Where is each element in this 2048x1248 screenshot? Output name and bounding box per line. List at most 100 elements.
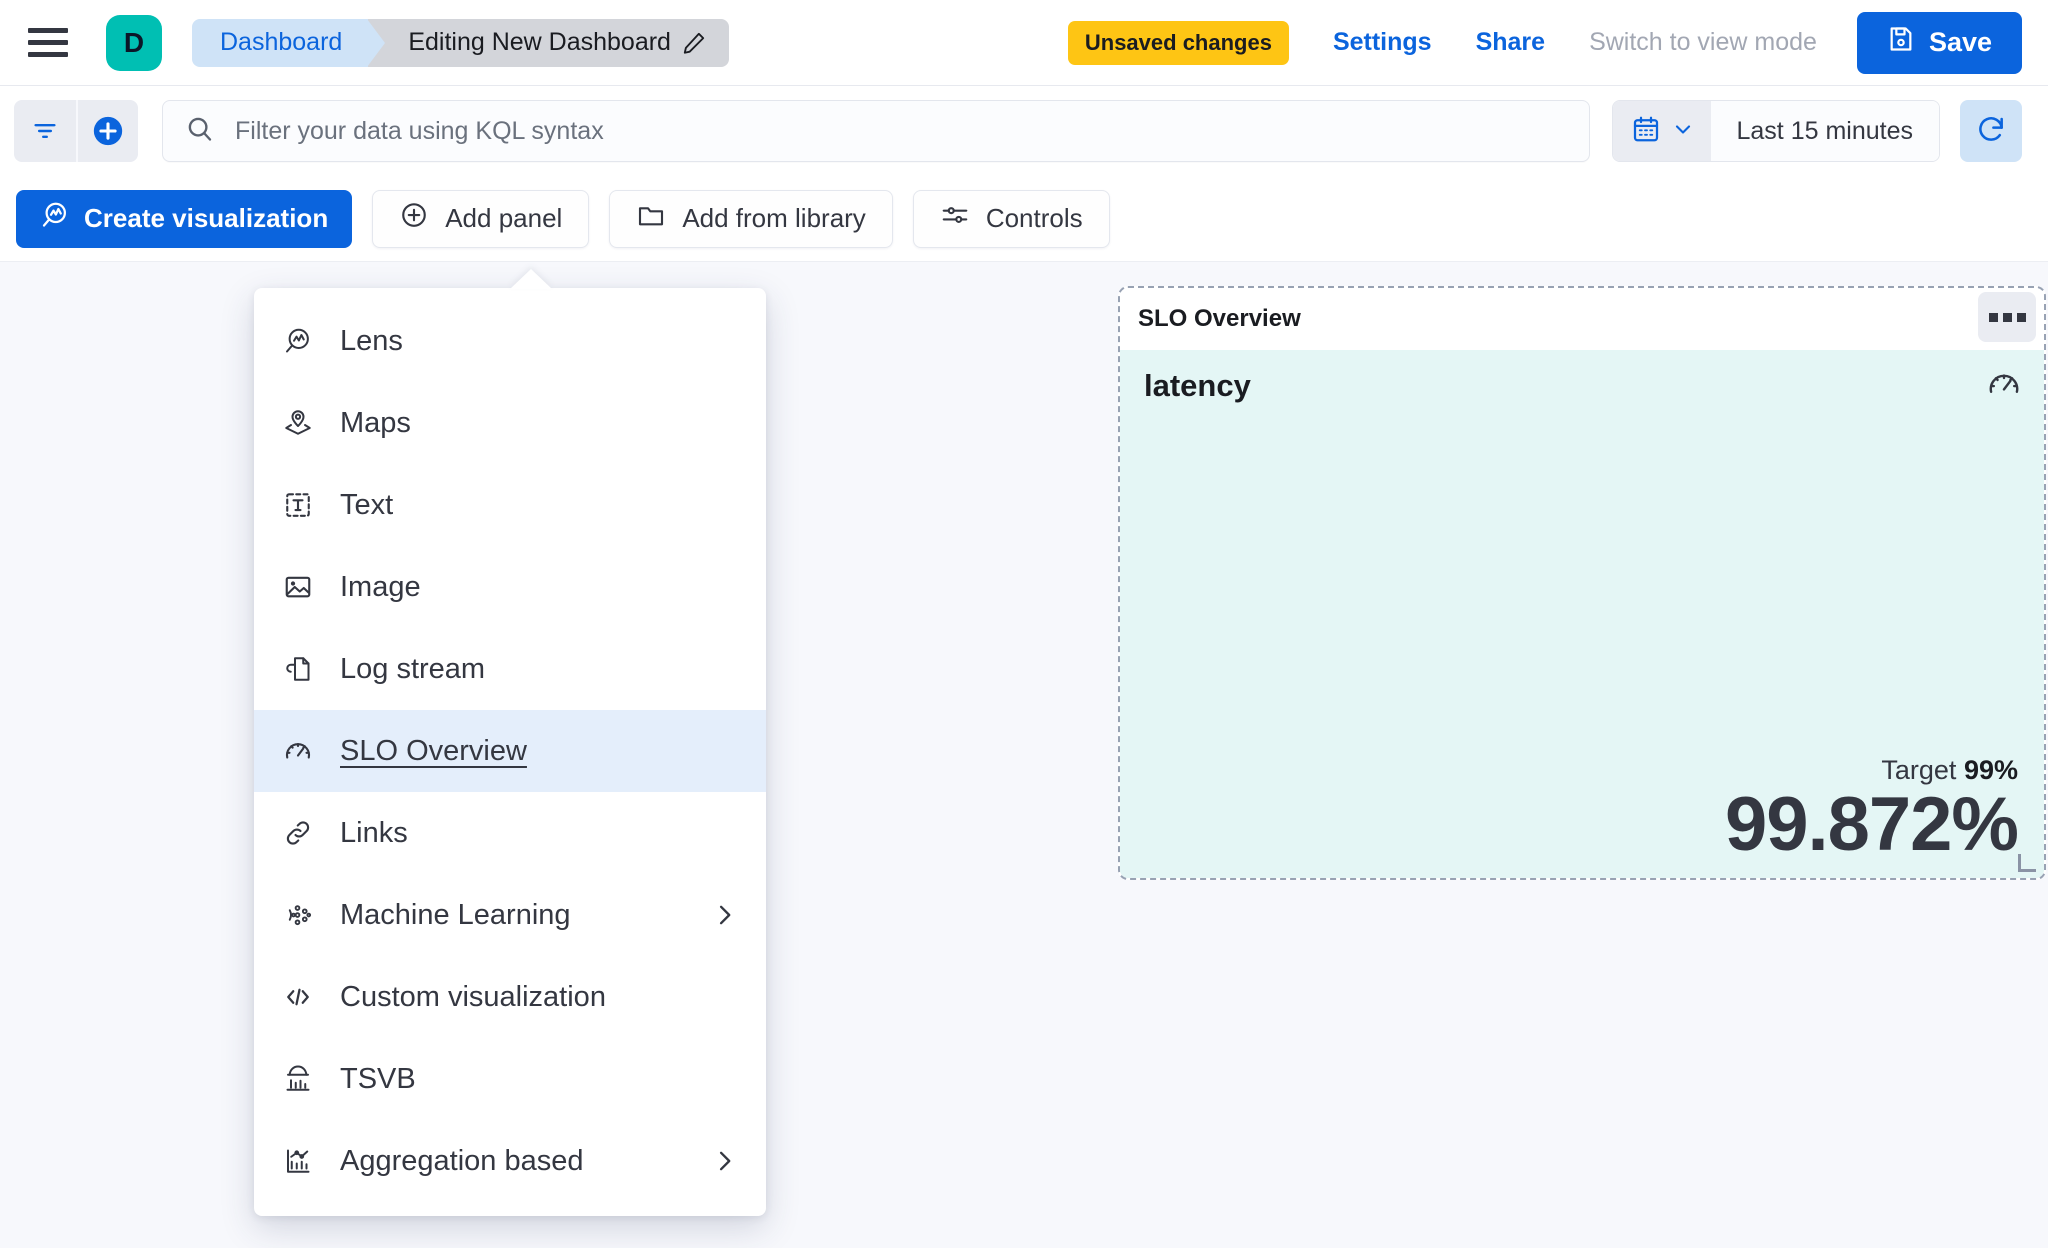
panel-body: latency Target 99% 99.872%	[1120, 350, 2044, 878]
top-header-bar: D Dashboard Editing New Dashboard Unsave…	[0, 0, 2048, 86]
resize-corner-handle[interactable]	[2018, 854, 2036, 872]
slo-current-value: 99.872%	[1724, 782, 2019, 868]
add-from-library-button[interactable]: Add from library	[609, 189, 893, 248]
popover-arrow	[510, 269, 552, 289]
menu-item-label: Lens	[340, 324, 403, 357]
header-actions: Unsaved changes Settings Share Switch to…	[1067, 11, 2022, 74]
app-badge-avatar[interactable]: D	[106, 14, 162, 71]
maps-pin-layers-icon	[282, 407, 314, 439]
create-visualization-label: Create visualization	[84, 203, 329, 233]
query-bar-row: Last 15 minutes	[0, 86, 2048, 176]
ellipsis-dot	[2016, 312, 2026, 322]
ellipsis-dot	[2002, 312, 2012, 322]
aggregation-chart-icon	[282, 1145, 314, 1177]
breadcrumb-item-editing[interactable]: Editing New Dashboard	[368, 18, 729, 67]
menu-item-maps[interactable]: Maps	[254, 382, 766, 464]
save-button[interactable]: Save	[1856, 11, 2022, 74]
menu-item-label: Log stream	[340, 652, 486, 685]
refresh-button[interactable]	[1960, 100, 2022, 162]
add-panel-button[interactable]: Add panel	[372, 189, 590, 248]
gauge-icon	[1986, 366, 2022, 407]
switch-to-view-mode-link[interactable]: Switch to view mode	[1589, 28, 1817, 56]
menu-item-text[interactable]: Text	[254, 464, 766, 546]
slo-metrics: Target 99% 99.872%	[1724, 755, 2019, 868]
save-button-label: Save	[1928, 27, 1992, 57]
calendar-quick-select-button[interactable]	[1612, 101, 1711, 161]
date-picker-group: Last 15 minutes	[1611, 100, 1940, 162]
search-icon	[185, 114, 215, 149]
panel-header: SLO Overview	[1120, 288, 2044, 350]
filter-button-group	[14, 100, 138, 162]
lens-icon	[40, 200, 70, 237]
save-disk-icon	[1887, 25, 1915, 60]
menu-item-image[interactable]: Image	[254, 546, 766, 628]
hamburger-line	[28, 28, 68, 33]
link-icon	[282, 817, 314, 849]
breadcrumb-label: Editing New Dashboard	[408, 28, 671, 56]
gauge-icon	[282, 735, 314, 767]
pencil-icon[interactable]	[681, 30, 707, 56]
image-icon	[282, 571, 314, 603]
menu-item-machine-learning[interactable]: Machine Learning	[254, 874, 766, 956]
create-visualization-button[interactable]: Create visualization	[16, 189, 353, 248]
folder-icon	[636, 200, 666, 237]
controls-label: Controls	[985, 203, 1083, 233]
controls-button[interactable]: Controls	[912, 189, 1110, 248]
share-link[interactable]: Share	[1475, 28, 1546, 56]
menu-item-label: Links	[340, 816, 408, 849]
slo-target-value: 99%	[1963, 755, 2018, 786]
search-input-wrapper[interactable]	[162, 100, 1590, 162]
code-brackets-icon	[282, 981, 314, 1013]
search-input[interactable]	[235, 116, 1567, 146]
menu-item-aggregation-based[interactable]: Aggregation based	[254, 1120, 766, 1202]
menu-item-slo-overview[interactable]: SLO Overview	[254, 710, 766, 792]
settings-link[interactable]: Settings	[1332, 28, 1432, 56]
refresh-icon	[1975, 113, 2007, 150]
ellipsis-dot	[1988, 312, 1998, 322]
add-from-library-label: Add from library	[682, 203, 866, 233]
add-panel-label: Add panel	[445, 203, 563, 233]
menu-item-label: Image	[340, 570, 421, 603]
menu-item-log-stream[interactable]: Log stream	[254, 628, 766, 710]
unsaved-changes-badge[interactable]: Unsaved changes	[1067, 20, 1289, 65]
dashboard-action-row: Create visualization Add panel Add from …	[0, 176, 2048, 262]
ellipsis-horizontal-icon[interactable]	[1978, 292, 2036, 342]
menu-item-tsvb[interactable]: TSVB	[254, 1038, 766, 1120]
breadcrumb-label: Dashboard	[220, 28, 343, 56]
dashboard-canvas: Lens Maps Text	[0, 262, 2048, 1248]
add-panel-dropdown-menu: Lens Maps Text	[254, 269, 766, 1216]
menu-item-label: SLO Overview	[340, 734, 527, 767]
menu-item-label: Machine Learning	[340, 898, 571, 931]
chevron-right-icon	[710, 1147, 738, 1175]
machine-learning-icon	[282, 899, 314, 931]
filter-lines-icon[interactable]	[14, 100, 76, 162]
slo-target-row: Target 99%	[1725, 755, 2018, 786]
hamburger-line	[28, 40, 68, 45]
hamburger-line	[28, 52, 68, 57]
calendar-icon	[1631, 114, 1661, 149]
text-box-icon	[282, 489, 314, 521]
hamburger-menu-icon[interactable]	[28, 21, 72, 65]
breadcrumb: Dashboard Editing New Dashboard	[192, 18, 729, 67]
slo-name-label: latency	[1144, 368, 1251, 403]
menu-item-label: Text	[340, 488, 394, 521]
lens-icon	[282, 325, 314, 357]
chevron-down-icon	[1671, 117, 1695, 146]
add-circle-icon[interactable]	[76, 100, 138, 162]
menu-item-lens[interactable]: Lens	[254, 300, 766, 382]
menu-item-links[interactable]: Links	[254, 792, 766, 874]
tsvb-chart-icon	[282, 1063, 314, 1095]
log-stream-icon	[282, 653, 314, 685]
controls-sliders-icon	[940, 200, 970, 237]
breadcrumb-item-dashboard[interactable]: Dashboard	[192, 18, 386, 67]
chevron-right-icon	[710, 901, 738, 929]
plus-circle-icon	[399, 200, 429, 237]
slo-target-label: Target	[1881, 755, 1957, 786]
menu-item-label: TSVB	[340, 1062, 416, 1095]
panel-title: SLO Overview	[1138, 305, 1301, 332]
date-range-display[interactable]: Last 15 minutes	[1710, 101, 1939, 161]
menu-item-custom-visualization[interactable]: Custom visualization	[254, 956, 766, 1038]
slo-overview-panel[interactable]: SLO Overview latency Target 99%	[1118, 286, 2046, 880]
menu-item-label: Maps	[340, 406, 411, 439]
menu-item-label: Custom visualization	[340, 980, 606, 1013]
